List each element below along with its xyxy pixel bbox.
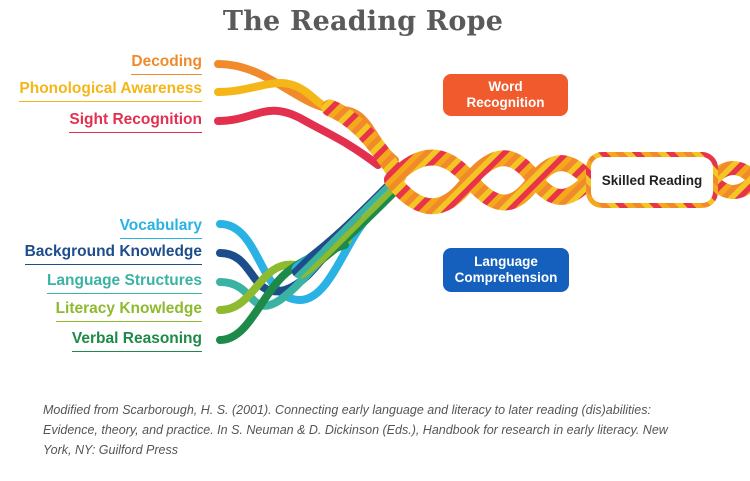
diagram-title: The Reading Rope [222,6,504,37]
skilled-reading-box: Skilled Reading [586,152,718,208]
strand-label-phonological-awareness: Phonological Awareness [19,80,202,102]
upper-braid [321,99,407,185]
language-comprehension-badge: Language Comprehension [443,248,569,292]
strand-label-vocabulary: Vocabulary [119,217,202,239]
skilled-reading-label: Skilled Reading [601,172,703,188]
citation-text: Modified from Scarborough, H. S. (2001).… [43,403,668,457]
strand-label-background-knowledge: Background Knowledge [24,243,202,265]
lower-braid [291,179,401,279]
strand-label-decoding: Decoding [131,53,202,75]
sight-recognition-strand [214,106,382,169]
word-recognition-badge: Word Recognition [443,74,568,116]
strand-label-sight-recognition: Sight Recognition [69,111,202,133]
strand-label-literacy-knowledge: Literacy Knowledge [55,300,202,322]
strand-label-verbal-reasoning: Verbal Reasoning [71,330,202,352]
combined-rope [384,149,750,215]
strand-label-language-structures: Language Structures [46,272,202,294]
